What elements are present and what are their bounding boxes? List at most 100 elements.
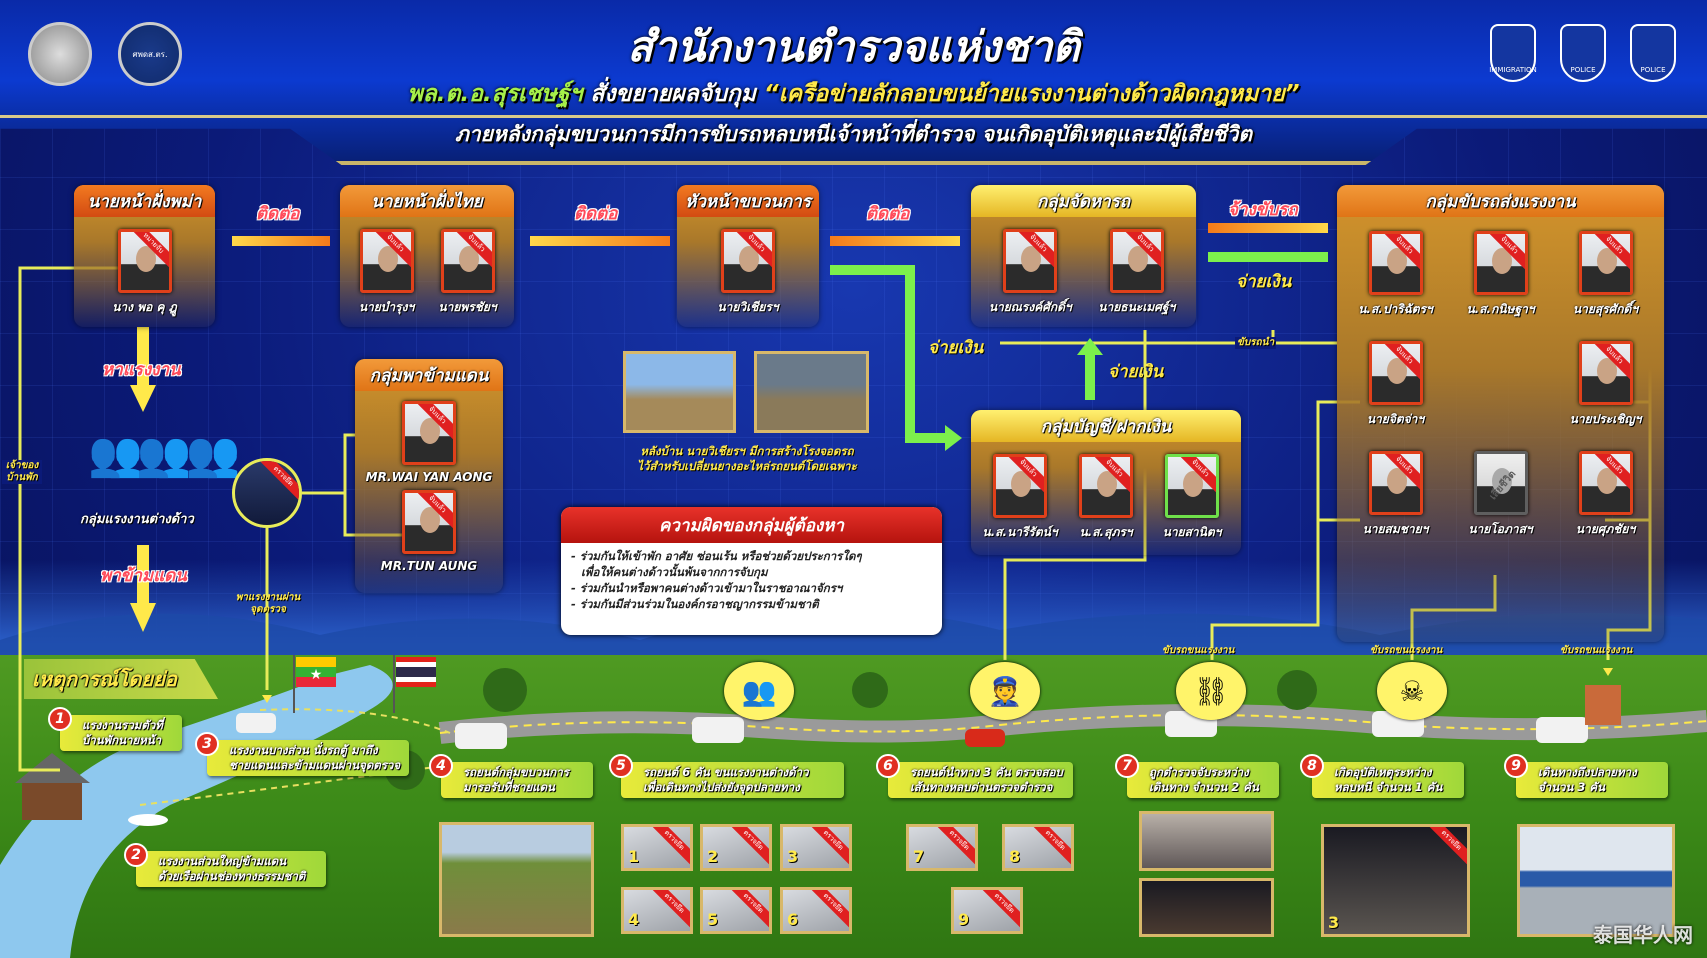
- step-text: จำนวน 3 คัน: [1538, 780, 1605, 794]
- face: [420, 507, 440, 533]
- step-text: เกิดอุบัติเหตุระหว่าง: [1334, 765, 1432, 779]
- person-card: จับแล้วน.ส.กนิษฐาฯ: [1457, 231, 1545, 319]
- person-card: จับแล้วนายสุรศักดิ์ฯ: [1562, 231, 1650, 319]
- person-name: MR.TUN AUNG: [380, 559, 478, 573]
- group-title: กลุ่มขับรถส่งแรงงาน: [1337, 185, 1664, 217]
- seized-stamp: ตรวจยึด: [809, 890, 849, 928]
- seized-stamp: ตรวจยึด: [809, 827, 849, 865]
- payment-label: จ่ายเงิน: [1236, 272, 1292, 292]
- face: [1596, 358, 1617, 384]
- mugshot-photo: หมายจับ: [117, 229, 172, 293]
- seized-stamp: ตรวจยึด: [935, 827, 975, 865]
- group-title-text: นายหน้าฝั่งพม่า: [87, 191, 202, 212]
- face: [1127, 246, 1148, 272]
- car-number: 8: [1009, 847, 1021, 866]
- police-seal-logo: [28, 22, 92, 86]
- boat-icon: [128, 814, 168, 826]
- group-title: นายหน้าฝั่งพม่า: [74, 185, 215, 217]
- step-number: 5: [609, 754, 633, 778]
- seized-car-photo: ตรวจยึด 7: [906, 824, 978, 871]
- police-bubble-icon: 👮: [970, 662, 1040, 720]
- contact-arrow: [830, 236, 960, 246]
- car-number: 2: [707, 847, 719, 866]
- mugshot-photo: จับแล้ว: [721, 229, 775, 293]
- subtitle: พล.ต.อ.สุรเชษฐ์ฯ สั่งขยายผลจับกุม “เครือ…: [0, 76, 1707, 112]
- seized-stamp: ตรวจยึด: [650, 827, 690, 865]
- caption-line: หลังบ้าน นายวิเชียรฯ มีการสร้างโรงจอดรถ: [640, 444, 854, 458]
- badge-text: POLICE: [1570, 66, 1596, 74]
- subtitle-line3: ภายหลังกลุ่มขบวนการมีการขับรถหลบหนีเจ้าห…: [455, 122, 1252, 146]
- face: [1386, 248, 1407, 274]
- step-text: ชายแดนและข้ามแดนผ่านจุดตรวจ: [229, 758, 401, 772]
- payment-arrow: [1208, 252, 1328, 262]
- offense-item: - ร่วมกันให้เข้าพัก อาศัย ซ่อนเร้น หรือช…: [571, 549, 862, 563]
- person-card: จับแล้วนายณรงค์ศักดิ์ฯ: [986, 229, 1074, 317]
- hire-driver-arrow: [1208, 223, 1328, 233]
- group-title: กลุ่มบัญชี/ฝากเงิน: [971, 410, 1241, 442]
- summary-step: 3 แรงงานบางส่วน นั่งรถตู้ มาถึงชายแดนและข…: [195, 732, 409, 776]
- mugshot-photo: จับแล้ว: [1165, 454, 1219, 518]
- destination-building-icon: [1585, 685, 1621, 725]
- person-card: จับแล้วน.ส.สุภรฯ: [1063, 454, 1149, 542]
- mugshot-photo: จับแล้ว: [402, 401, 456, 465]
- myanmar-flag-icon: ★: [293, 655, 336, 713]
- badge-text: IMMIGRATION: [1489, 66, 1537, 74]
- mugshot-photo: จับแล้ว: [359, 229, 414, 293]
- group-members: จับแล้วนายบำรุงฯจับแล้วนายพรชัยฯ: [340, 217, 514, 317]
- group-members: จับแล้วน.ส.นารีรัตน์ฯจับแล้วน.ส.สุภรฯจับ…: [971, 442, 1241, 542]
- group-accounts: กลุ่มบัญชี/ฝากเงินจับแล้วน.ส.นารีรัตน์ฯจ…: [971, 410, 1241, 555]
- group-members: จับแล้วน.ส.ปาริฉัตรฯจับแล้วน.ส.กนิษฐาฯจั…: [1337, 217, 1664, 539]
- face: [1021, 246, 1042, 272]
- mugshot-photo: จับแล้ว: [1079, 454, 1133, 518]
- contact-label: ติดต่อ: [256, 204, 300, 224]
- group-title-text: กลุ่มขับรถส่งแรงงาน: [1425, 191, 1576, 212]
- person-name: นายวิเชียรฯ: [717, 300, 779, 314]
- leader-caption: หลังบ้าน นายวิเชียรฯ มีการสร้างโรงจอดรถไ…: [616, 444, 878, 474]
- person-name: นายบำรุงฯ: [358, 300, 415, 314]
- group-members: จับแล้วนายณรงค์ศักดิ์ฯจับแล้วนายธนะเมศฐ์…: [971, 217, 1196, 317]
- person-name: นายณรงค์ศักดิ์ฯ: [988, 300, 1072, 314]
- hire-driver-label: จ้างขับรถ: [1228, 200, 1298, 220]
- mugshot-photo: เสียชีวิต: [1473, 451, 1528, 515]
- contact-label: ติดต่อ: [866, 204, 910, 224]
- offenses-panel: ความผิดของกลุ่มผู้ต้องหา - ร่วมกันให้เข้…: [561, 507, 942, 635]
- step-text: รถยนต์ 6 คัน ขนแรงงานต่างด้าว: [643, 765, 809, 779]
- checkpoint-label: พาแรงงานผ่านจุดตรวจ: [235, 592, 301, 615]
- step-text: แรงงานบางส่วน นั่งรถตู้ มาถึง: [229, 743, 378, 757]
- page-title: สำนักงานตำรวจแห่งชาติ: [627, 22, 1080, 71]
- destination-photo: [1517, 824, 1675, 937]
- payment-label: จ่ายเงิน: [1108, 362, 1164, 382]
- step-text: แรงงานรวมตัวที่: [82, 718, 163, 732]
- face: [420, 418, 440, 444]
- step-number: 3: [195, 732, 219, 756]
- face: [1011, 471, 1031, 497]
- car-number: 7: [913, 847, 925, 866]
- arrest-photo: [1139, 878, 1274, 937]
- svg-text:★: ★: [310, 667, 323, 683]
- mugshot-photo: จับแล้ว: [993, 454, 1047, 518]
- payment-green-arrows: [830, 265, 1103, 451]
- seized-stamp: ตรวจยึด: [650, 890, 690, 928]
- group-members: จับแล้วนายวิเชียรฯ: [677, 217, 819, 317]
- face: [1183, 471, 1203, 497]
- person-name: นายจิตจ่าฯ: [1366, 412, 1425, 426]
- find-labor-label: หาแรงงาน: [102, 360, 181, 380]
- face: [1097, 471, 1117, 497]
- lead-car-label: ขับรถนำ: [1235, 337, 1277, 349]
- contact-arrow: [530, 236, 670, 246]
- person-card: จับแล้วนายศุภชัยฯ: [1562, 451, 1650, 539]
- group-car-suppliers: กลุ่มจัดหารถจับแล้วนายณรงค์ศักดิ์ฯจับแล้…: [971, 185, 1196, 327]
- step-number: 1: [48, 707, 72, 731]
- person-card: จับแล้วนายธนะเมศฐ์ฯ: [1093, 229, 1181, 317]
- lead-car-icon: [965, 729, 1005, 747]
- mugshot-photo: จับแล้ว: [440, 229, 495, 293]
